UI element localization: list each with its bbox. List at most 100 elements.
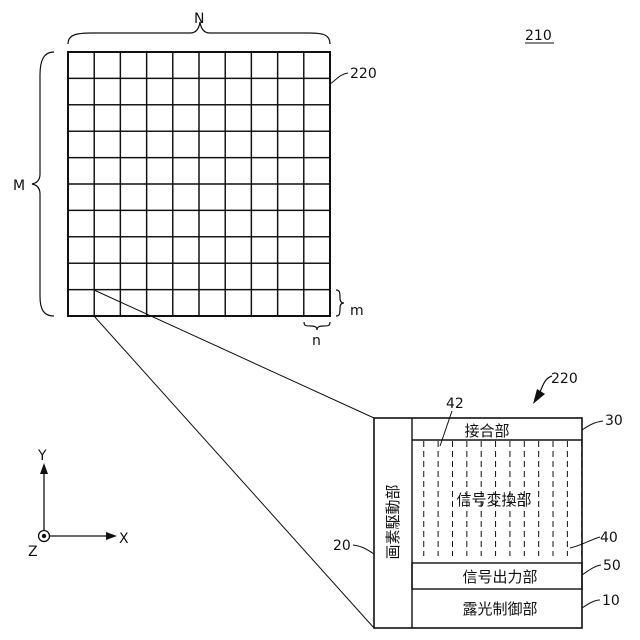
grid-cell bbox=[68, 158, 94, 184]
grid-cell bbox=[199, 184, 225, 210]
grid-cell bbox=[199, 105, 225, 131]
ref-pixel-label: 220 bbox=[551, 371, 578, 387]
grid-cell bbox=[68, 237, 94, 263]
grid-cell bbox=[68, 210, 94, 236]
grid-cell bbox=[199, 52, 225, 78]
grid-cell bbox=[251, 210, 277, 236]
leader-50 bbox=[582, 565, 601, 575]
grid-cell bbox=[278, 290, 304, 316]
grid-cell bbox=[225, 290, 251, 316]
ref-10-label: 10 bbox=[602, 593, 620, 609]
pixel-detail-outline bbox=[374, 418, 582, 628]
grid-cell bbox=[120, 158, 146, 184]
grid-cell bbox=[251, 105, 277, 131]
grid-cell bbox=[173, 158, 199, 184]
grid-cell bbox=[199, 210, 225, 236]
grid-cell bbox=[251, 290, 277, 316]
grid-cell bbox=[225, 158, 251, 184]
grid-cell bbox=[251, 158, 277, 184]
grid-cell bbox=[147, 158, 173, 184]
grid-cell bbox=[251, 184, 277, 210]
m-cell-brace bbox=[336, 290, 344, 316]
grid-cell bbox=[94, 52, 120, 78]
grid-cell bbox=[94, 263, 120, 289]
pixel-array-grid bbox=[68, 52, 330, 316]
grid-cell bbox=[278, 237, 304, 263]
grid-cell bbox=[278, 184, 304, 210]
grid-cell bbox=[68, 105, 94, 131]
block-bonding: 接合部 bbox=[464, 422, 509, 440]
grid-cell bbox=[120, 263, 146, 289]
block-signal-output: 信号出力部 bbox=[462, 568, 537, 586]
grid-cell bbox=[304, 78, 330, 104]
axis-x-label: X bbox=[119, 531, 129, 547]
grid-cell bbox=[278, 52, 304, 78]
figure-number: 210 bbox=[525, 28, 552, 44]
grid-cell bbox=[199, 78, 225, 104]
grid-cell bbox=[199, 290, 225, 316]
ref-50-label: 50 bbox=[603, 558, 621, 574]
grid-cell bbox=[304, 158, 330, 184]
grid-cell bbox=[278, 78, 304, 104]
grid-cell bbox=[68, 290, 94, 316]
grid-cell bbox=[147, 184, 173, 210]
grid-cell bbox=[120, 237, 146, 263]
grid-cell bbox=[225, 131, 251, 157]
grid-cell bbox=[147, 210, 173, 236]
grid-cell bbox=[251, 263, 277, 289]
grid-cell bbox=[147, 52, 173, 78]
grid-cell bbox=[251, 52, 277, 78]
dim-N-label: N bbox=[194, 11, 204, 27]
y-axis-arrowhead bbox=[40, 463, 48, 474]
grid-cell bbox=[304, 210, 330, 236]
axis-z-label: Z bbox=[28, 544, 38, 560]
z-axis-dot bbox=[42, 534, 46, 538]
grid-cell bbox=[120, 78, 146, 104]
m-height-brace bbox=[32, 52, 54, 316]
ref-20-label: 20 bbox=[333, 538, 351, 554]
grid-cell bbox=[304, 290, 330, 316]
grid-cell bbox=[225, 237, 251, 263]
grid-cell bbox=[147, 78, 173, 104]
grid-cell bbox=[120, 52, 146, 78]
grid-cell bbox=[199, 263, 225, 289]
coordinate-axes: Y X Z bbox=[28, 448, 129, 560]
grid-cell bbox=[278, 158, 304, 184]
grid-cell bbox=[304, 131, 330, 157]
grid-cell bbox=[68, 78, 94, 104]
grid-cell bbox=[173, 210, 199, 236]
projection-line-top bbox=[94, 290, 374, 418]
grid-cell bbox=[147, 105, 173, 131]
grid-cell bbox=[68, 131, 94, 157]
grid-cell bbox=[147, 290, 173, 316]
block-signal-conversion: 信号変換部 bbox=[456, 491, 531, 509]
grid-cell bbox=[173, 131, 199, 157]
grid-cell bbox=[94, 78, 120, 104]
grid-cell bbox=[304, 263, 330, 289]
grid-cell bbox=[225, 78, 251, 104]
dim-M-label: M bbox=[13, 178, 25, 194]
grid-cell bbox=[278, 131, 304, 157]
grid-cell bbox=[68, 52, 94, 78]
grid-cell bbox=[94, 184, 120, 210]
grid-cell bbox=[173, 52, 199, 78]
pixel-pointer-arrowhead bbox=[533, 389, 545, 404]
grid-cell bbox=[251, 78, 277, 104]
grid-cell bbox=[225, 105, 251, 131]
grid-cell bbox=[278, 105, 304, 131]
grid-cell bbox=[199, 158, 225, 184]
ref-array-label: 220 bbox=[350, 66, 377, 82]
grid-cell bbox=[94, 290, 120, 316]
grid-cell bbox=[225, 184, 251, 210]
n-cell-brace bbox=[304, 322, 330, 330]
grid-cell bbox=[147, 237, 173, 263]
grid-cell bbox=[120, 210, 146, 236]
grid-cell bbox=[173, 105, 199, 131]
grid-cell bbox=[173, 290, 199, 316]
grid-cell bbox=[173, 237, 199, 263]
dim-n-label: n bbox=[312, 333, 321, 349]
grid-cell bbox=[94, 105, 120, 131]
ref-42-label: 42 bbox=[446, 396, 464, 412]
grid-cell bbox=[173, 184, 199, 210]
